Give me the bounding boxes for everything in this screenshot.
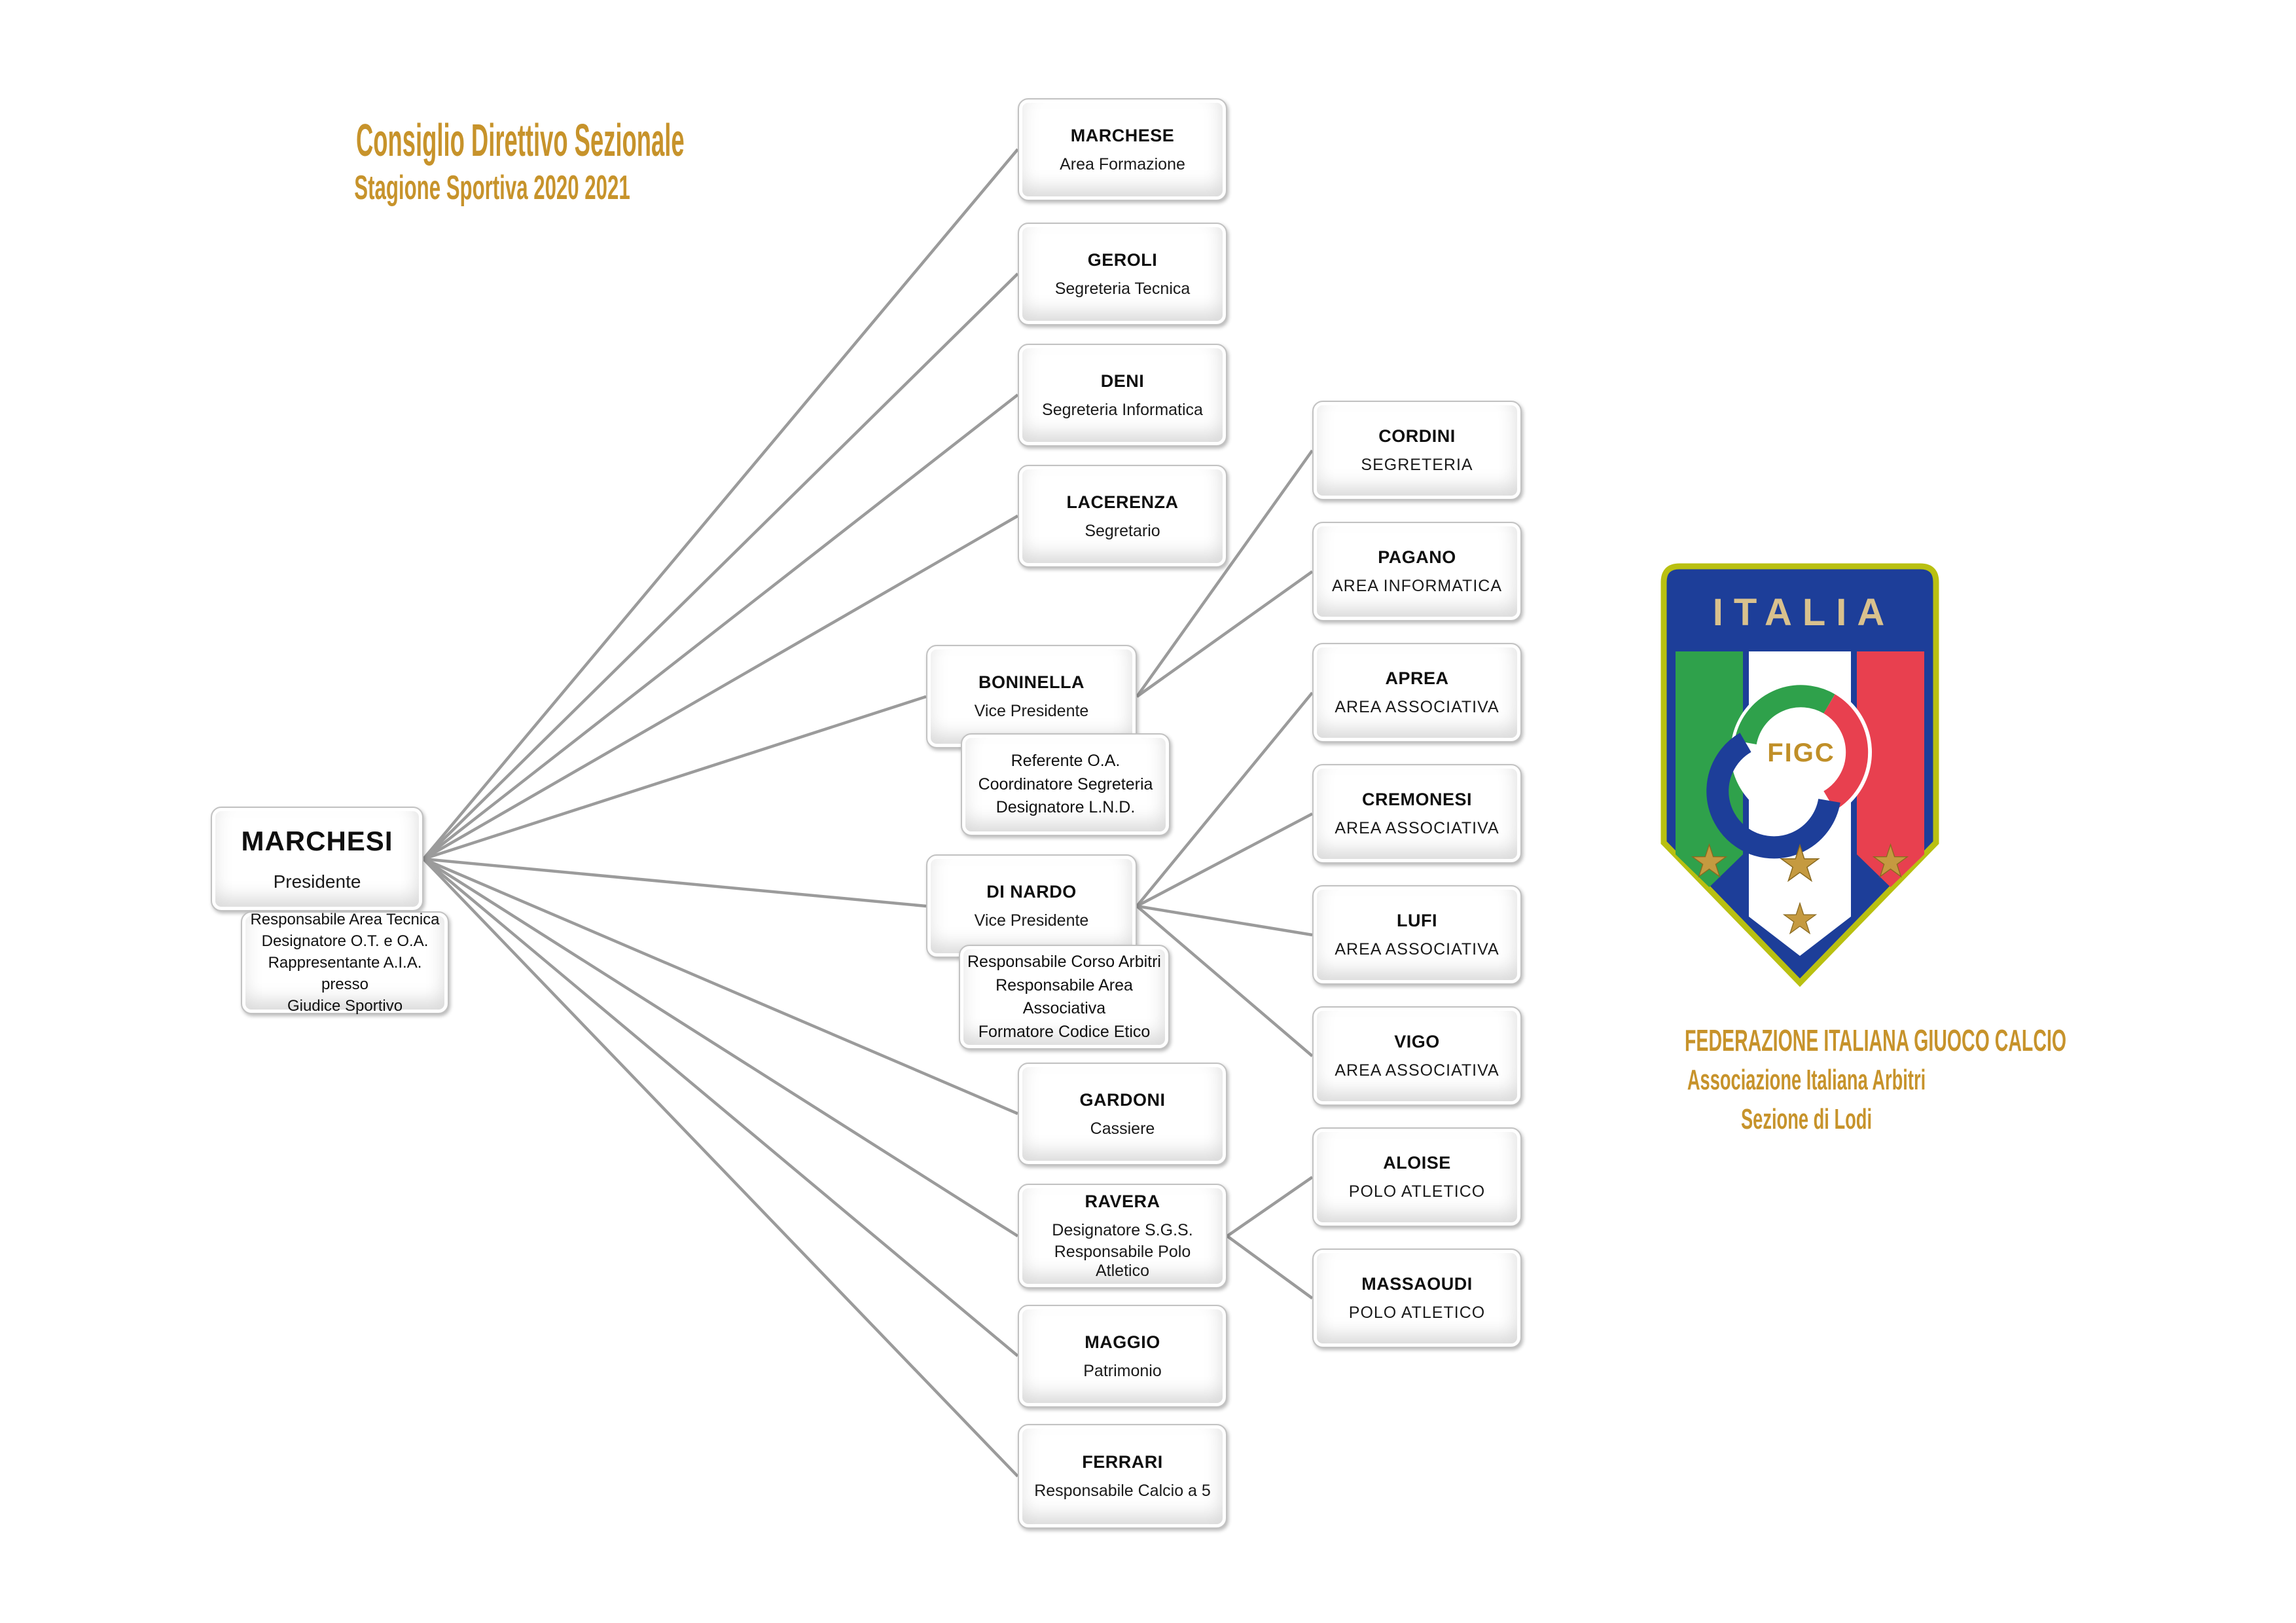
person-name: MARCHESE	[1070, 125, 1175, 145]
org-box-geroli: GEROLI Segreteria Tecnica	[1018, 223, 1227, 325]
person-role: SEGRETERIA	[1361, 456, 1473, 474]
title-line1: Consiglio Direttivo Sezionale	[356, 115, 685, 166]
extra-role: Designatore L.N.D.	[996, 798, 1136, 817]
person-name: VIGO	[1394, 1032, 1440, 1051]
org-box-cordini: CORDINI SEGRETERIA	[1312, 401, 1522, 500]
org-box-lacerenza: LACERENZA Segretario	[1018, 465, 1227, 568]
person-role: POLO ATLETICO	[1348, 1182, 1486, 1201]
person-name: LACERENZA	[1066, 492, 1179, 512]
org-box-cremonesi: CREMONESI AREA ASSOCIATIVA	[1312, 764, 1522, 864]
org-box-massaoudi: MASSAOUDI POLO ATLETICO	[1312, 1249, 1522, 1348]
person-role: AREA ASSOCIATIVA	[1335, 819, 1499, 837]
person-name: MAGGIO	[1085, 1332, 1160, 1352]
person-role: Segretario	[1085, 521, 1160, 540]
person-name: RAVERA	[1085, 1192, 1160, 1211]
person-role: Cassiere	[1090, 1119, 1155, 1138]
person-role: Area Formazione	[1060, 155, 1185, 173]
org-box-lufi: LUFI AREA ASSOCIATIVA	[1312, 885, 1522, 985]
org-box-deni: DENI Segreteria Informatica	[1018, 344, 1227, 447]
person-name: DI NARDO	[986, 882, 1077, 902]
logo-acronym-text: FIGC	[1767, 739, 1835, 767]
person-role: AREA ASSOCIATIVA	[1335, 1061, 1499, 1080]
extra-role: Giudice Sportivo	[287, 997, 403, 1015]
page-title: Consiglio Direttivo Sezionale Stagione S…	[230, 115, 754, 207]
person-name: APREA	[1385, 668, 1449, 688]
org-box-marchese: MARCHESE Area Formazione	[1018, 98, 1227, 201]
person-name: CREMONESI	[1361, 790, 1473, 809]
figc-logo: ITALIA FIGC	[1660, 563, 1939, 987]
logo-country-text: ITALIA	[1713, 591, 1895, 634]
person-name: MASSAOUDI	[1361, 1274, 1473, 1294]
extra-role: Responsabile Corso Arbitri	[967, 953, 1161, 971]
org-box-ravera: RAVERA Designatore S.G.S. Responsabile P…	[1018, 1184, 1227, 1288]
person-name: DENI	[1100, 371, 1145, 391]
org-box-maggio: MAGGIO Patrimonio	[1018, 1305, 1227, 1408]
person-name: GARDONI	[1079, 1089, 1166, 1110]
org-box-pagano: PAGANO AREA INFORMATICA	[1312, 522, 1522, 621]
swirl-green-arc	[1734, 685, 1835, 745]
extra-role: Responsabile Area Associativa	[996, 976, 1133, 1018]
person-name: GEROLI	[1087, 249, 1158, 270]
footer-line1: FEDERAZIONE ITALIANA GIUOCO CALCIO	[1685, 1023, 2067, 1057]
person-role: Responsabile Calcio a 5	[1034, 1482, 1211, 1500]
person-role: Presidente	[273, 871, 361, 892]
person-role: Responsabile Polo Atletico	[1054, 1243, 1191, 1280]
person-role: Vice Presidente	[974, 702, 1089, 720]
person-name: CORDINI	[1378, 426, 1456, 446]
org-box-president-extra: Responsabile Area Tecnica Designatore O.…	[241, 910, 449, 1015]
org-box-ferrari: FERRARI Responsabile Calcio a 5	[1018, 1424, 1227, 1529]
person-role: AREA INFORMATICA	[1331, 577, 1502, 595]
person-role: POLO ATLETICO	[1348, 1304, 1486, 1322]
person-role: Patrimonio	[1083, 1361, 1162, 1380]
org-box-vigo: VIGO AREA ASSOCIATIVA	[1312, 1006, 1522, 1106]
person-name: MARCHESI	[241, 826, 393, 856]
extra-role: Coordinatore Segreteria	[978, 775, 1153, 793]
org-box-di-nardo: DI NARDO Vice Presidente	[926, 854, 1137, 958]
extra-role: Designatore O.T. e O.A.	[261, 932, 429, 950]
org-box-aloise: ALOISE POLO ATLETICO	[1312, 1127, 1522, 1227]
person-name: PAGANO	[1378, 547, 1456, 567]
person-name: ALOISE	[1383, 1153, 1451, 1173]
person-name: BONINELLA	[978, 672, 1085, 692]
extra-role: Rappresentante A.I.A. presso	[268, 953, 422, 994]
footer-line3: Sezione di Lodi	[1740, 1103, 1873, 1135]
title-line2: Stagione Sportiva 2020 2021	[354, 168, 630, 207]
swirl-blue-arc	[1706, 733, 1840, 859]
person-role: AREA ASSOCIATIVA	[1335, 940, 1499, 958]
person-name: FERRARI	[1082, 1452, 1163, 1472]
org-box-gardoni: GARDONI Cassiere	[1018, 1063, 1227, 1165]
person-role: Designatore S.G.S.	[1052, 1221, 1193, 1239]
org-box-boninella-extra: Referente O.A. Coordinatore Segreteria D…	[961, 733, 1170, 836]
person-name: LUFI	[1397, 911, 1437, 930]
footer-line2: Associazione Italiana Arbitri	[1687, 1064, 1926, 1096]
red-stripe	[1857, 651, 1924, 887]
person-role: AREA ASSOCIATIVA	[1335, 698, 1499, 716]
swirl-center	[1759, 710, 1843, 794]
federation-caption: FEDERAZIONE ITALIANA GIUOCO CALCIO Assoc…	[1610, 1023, 2067, 1135]
extra-role: Responsabile Area Tecnica	[250, 910, 440, 928]
extra-role: Referente O.A.	[1011, 752, 1121, 771]
person-role: Segreteria Tecnica	[1054, 279, 1191, 298]
org-box-president-marchesi: MARCHESI Presidente	[211, 807, 423, 911]
extra-role: Formatore Codice Etico	[978, 1022, 1151, 1041]
person-role: Vice Presidente	[974, 911, 1089, 930]
org-box-di-nardo-extra: Responsabile Corso Arbitri Responsabile …	[959, 945, 1170, 1049]
person-role: Segreteria Informatica	[1042, 400, 1203, 419]
org-box-aprea: APREA AREA ASSOCIATIVA	[1312, 643, 1522, 742]
swirl-red-arc	[1823, 694, 1869, 811]
